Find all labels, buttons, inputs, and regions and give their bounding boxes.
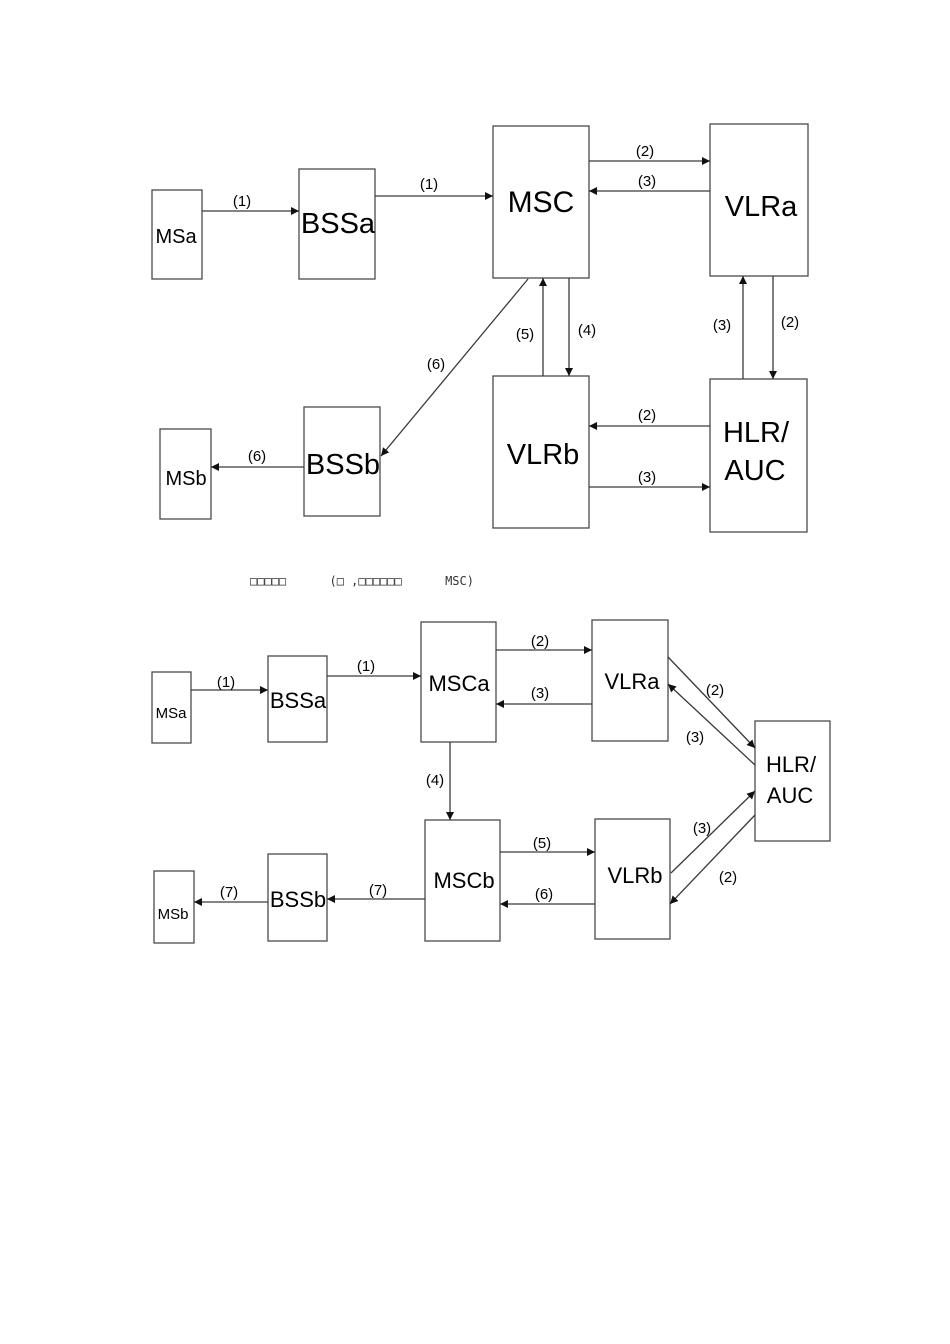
figure-caption: □□□□□ (□ ,□□□□□□ MSC) bbox=[250, 574, 474, 588]
edge-label: (5) bbox=[533, 835, 551, 852]
edge-hlr-vlra: (3) bbox=[667, 683, 756, 766]
node-label: BSSb bbox=[306, 449, 380, 481]
edge-vlra-msc: (3) bbox=[589, 173, 710, 195]
node-hlr-auc: HLR/ AUC bbox=[754, 720, 831, 842]
edge-msa-bssa: (1) bbox=[191, 674, 268, 694]
edge-label: (3) bbox=[638, 469, 656, 486]
node-hlr-auc: HLR/ AUC bbox=[709, 378, 808, 533]
node-vlra: VLRa bbox=[591, 619, 669, 742]
edge-label: (2) bbox=[706, 682, 724, 699]
edge-vlrb-hlr: (3) bbox=[589, 469, 710, 491]
node-label: BSSa bbox=[301, 208, 376, 240]
edge-bssa-msc: (1) bbox=[375, 176, 493, 200]
edge-msc-bssb: (6) bbox=[380, 278, 529, 457]
edge-label: (6) bbox=[535, 886, 553, 903]
edge-mscb-bssb: (7) bbox=[327, 882, 425, 903]
edge-mscb-vlrb: (5) bbox=[500, 835, 595, 856]
node-msb: MSb bbox=[153, 870, 195, 944]
edge-label: (1) bbox=[217, 674, 235, 691]
diagram-different-msc: MSa BSSa MSCa VLRa HLR/ AUC VLRb MSCb bbox=[151, 619, 831, 944]
edge-label: (2) bbox=[638, 407, 656, 424]
node-msa: MSa bbox=[151, 189, 203, 280]
edge-msc-vlrb: (4) bbox=[565, 278, 596, 376]
node-label: BSSb bbox=[270, 887, 326, 912]
edge-label: (6) bbox=[248, 448, 266, 465]
edge-label: (2) bbox=[636, 143, 654, 160]
edge-label: (3) bbox=[713, 317, 731, 334]
edge-msa-bssa: (1) bbox=[202, 193, 299, 215]
node-label-line2: AUC bbox=[724, 455, 785, 487]
node-label: BSSa bbox=[270, 688, 327, 713]
node-label: VLRb bbox=[607, 863, 662, 888]
diagram-same-msc: MSa BSSa MSC VLRa VLRb HLR/ AUC BSSb bbox=[151, 123, 809, 533]
edge-vlrb-hlr: (3) bbox=[670, 790, 756, 874]
node-label-line1: HLR/ bbox=[723, 417, 790, 449]
edge-label: (3) bbox=[686, 729, 704, 746]
node-vlrb: VLRb bbox=[594, 818, 671, 940]
edge-hlr-vlra: (3) bbox=[713, 276, 747, 379]
edge-label: (7) bbox=[369, 882, 387, 899]
edge-label: (1) bbox=[420, 176, 438, 193]
node-bssa: BSSa bbox=[298, 168, 376, 280]
node-label: MSa bbox=[155, 226, 197, 248]
node-msca: MSCa bbox=[420, 621, 497, 743]
edge-label: (7) bbox=[220, 884, 238, 901]
edge-label: (2) bbox=[719, 869, 737, 886]
node-msa: MSa bbox=[151, 671, 192, 744]
edge-bssb-msb: (6) bbox=[211, 448, 304, 471]
node-msb: MSb bbox=[159, 428, 212, 520]
node-label: VLRb bbox=[507, 439, 580, 471]
edge-vlrb-mscb: (6) bbox=[500, 886, 595, 908]
edge-bssa-msca: (1) bbox=[327, 658, 421, 680]
edge-label: (6) bbox=[427, 356, 445, 373]
node-label-line1: HLR/ bbox=[766, 752, 817, 777]
node-bssa: BSSa bbox=[267, 655, 328, 743]
edge-label: (5) bbox=[516, 326, 534, 343]
edge-label: (4) bbox=[426, 772, 444, 789]
node-bssb: BSSb bbox=[303, 406, 381, 517]
edge-label: (4) bbox=[578, 322, 596, 339]
edge-label: (3) bbox=[531, 685, 549, 702]
edge-label: (3) bbox=[693, 820, 711, 837]
edge-msca-mscb: (4) bbox=[426, 742, 454, 820]
edge-label: (1) bbox=[357, 658, 375, 675]
edge-vlra-hlr: (2) bbox=[769, 276, 799, 379]
edge-msc-vlra: (2) bbox=[589, 143, 710, 165]
node-label: MSa bbox=[156, 705, 188, 722]
node-label: VLRa bbox=[604, 669, 660, 694]
node-mscb: MSCb bbox=[424, 819, 501, 942]
edge-bssb-msb: (7) bbox=[194, 884, 268, 906]
node-label: MSCa bbox=[428, 671, 490, 696]
node-label: MSb bbox=[165, 468, 206, 490]
node-label: MSC bbox=[508, 186, 575, 219]
node-vlra: VLRa bbox=[709, 123, 809, 277]
node-bssb: BSSb bbox=[267, 853, 328, 942]
edge-label: (2) bbox=[531, 633, 549, 650]
edge-vlra-hlr: (2) bbox=[667, 656, 756, 749]
edge-label: (1) bbox=[233, 193, 251, 210]
node-label: MSb bbox=[158, 906, 189, 923]
node-label: MSCb bbox=[433, 868, 494, 893]
edge-vlra-msca: (3) bbox=[496, 685, 592, 708]
node-vlrb: VLRb bbox=[492, 375, 590, 529]
edge-label: (2) bbox=[781, 314, 799, 331]
edge-vlrb-msc: (5) bbox=[516, 278, 547, 376]
edge-msca-vlra: (2) bbox=[496, 633, 592, 654]
edge-label: (3) bbox=[638, 173, 656, 190]
node-label: VLRa bbox=[725, 191, 798, 223]
edge-hlr-vlrb: (2) bbox=[589, 407, 710, 430]
node-msc: MSC bbox=[492, 125, 590, 279]
node-label-line2: AUC bbox=[767, 783, 814, 808]
edge-hlr-vlrb: (2) bbox=[669, 814, 756, 905]
